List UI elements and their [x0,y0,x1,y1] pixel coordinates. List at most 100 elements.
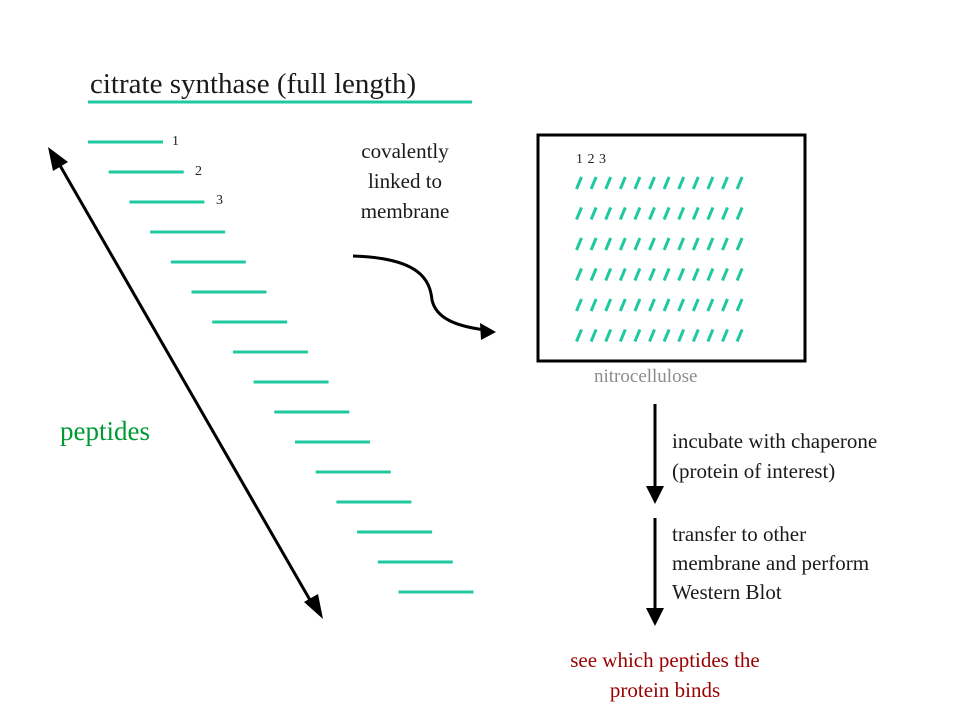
membrane-spot [633,328,642,343]
membrane-column-numbers: 1 2 3 [576,152,606,167]
transfer-curved-arrowhead [480,323,496,340]
membrane-spot [604,206,613,221]
peptide-bars [88,140,474,594]
membrane-spot [618,328,627,343]
membrane-spot [735,237,744,251]
membrane-spot [691,328,700,343]
membrane-spot [648,237,656,251]
membrane-spot [706,267,715,282]
membrane-spot [677,206,686,221]
membrane-spot [721,298,729,312]
membrane-spot [589,237,598,251]
peptide-range-arrowhead-top [48,147,68,171]
result-line-2: protein binds [609,678,721,702]
membrane-spot [589,206,598,221]
membrane-spot [604,237,613,251]
membrane-spot [648,267,656,282]
membrane-spot [691,298,700,312]
membrane-spot [706,237,715,251]
covalently-line-3: membrane [360,199,450,223]
membrane-spot [677,267,686,282]
membrane-spot [633,206,642,221]
membrane-spot [706,298,715,312]
membrane-spot [662,206,671,221]
membrane-spot [604,176,613,190]
result-label: see which peptides the protein binds [520,645,810,705]
step2-line-2: membrane and perform [672,551,870,575]
step1-line-1: incubate with chaperone [672,429,878,453]
membrane-spot [589,267,598,282]
membrane-spot [721,237,729,251]
membrane-spot [691,237,700,251]
membrane-spot [691,206,700,221]
peptide-range-arrowhead-bottom [304,594,323,619]
membrane-spot [575,267,583,282]
result-line-1: see which peptides the [570,648,760,672]
peptide-number-2: 2 [195,164,202,179]
membrane-spot [735,267,744,282]
membrane-spot [575,298,583,312]
membrane-spot [735,298,744,312]
step1-line-2: (protein of interest) [672,459,836,483]
membrane-spot [575,328,583,343]
membrane-spot [589,176,598,190]
membrane-spot [618,237,627,251]
transfer-curved-arrow [352,254,486,332]
covalently-line-2: linked to [367,169,443,193]
nitrocellulose-membrane [536,133,807,363]
peptides-label: peptides [60,416,150,446]
membrane-spot [633,298,642,312]
membrane-spot [633,176,642,190]
step2-line-3: Western Blot [672,580,782,604]
membrane-spot [575,237,583,251]
membrane-spot [589,298,598,312]
membrane-spot [721,176,729,190]
membrane-spot [618,267,627,282]
membrane-spot [721,328,729,343]
peptide-number-1: 1 [172,134,179,149]
membrane-spot [721,267,729,282]
membrane-spot [662,298,671,312]
membrane-spot [633,267,642,282]
membrane-spot [575,206,583,221]
membrane-spot [618,206,627,221]
membrane-spot [618,176,627,190]
membrane-spot [706,206,715,221]
membrane-spot [662,328,671,343]
step-arrow-western-head [646,608,664,626]
membrane-spot [604,328,613,343]
membrane-spot [721,206,729,221]
membrane-spot [735,328,744,343]
membrane-spot [604,298,613,312]
membrane-spot [677,237,686,251]
membrane-spot [575,176,583,190]
peptide-range-arrow [56,161,316,608]
step-arrow-incubate-head [646,486,664,504]
membrane-spot [618,298,627,312]
membrane-spot [735,176,744,190]
membrane-spot [648,298,656,312]
membrane-spot [648,176,656,190]
membrane-spot [662,176,671,190]
membrane-spot [706,176,715,190]
title: citrate synthase (full length) [90,68,417,100]
membrane-spot [648,206,656,221]
covalently-linked-label: covalently linked to membrane [330,136,480,226]
membrane-spot [662,237,671,251]
membrane-spot [677,176,686,190]
membrane-spot [677,298,686,312]
step2-line-1: transfer to other [672,522,807,546]
step-western-label: transfer to other membrane and perform W… [672,520,952,607]
membrane-spot [706,328,715,343]
membrane-spot [691,176,700,190]
membrane-spot [691,267,700,282]
membrane-spot [662,267,671,282]
membrane-spot [633,237,642,251]
membrane-spot [648,328,656,343]
covalently-line-1: covalently [361,139,449,163]
step-incubate-label: incubate with chaperone (protein of inte… [672,426,952,486]
membrane-spot [589,328,598,343]
membrane-spot [677,328,686,343]
membrane-spot [735,206,744,221]
